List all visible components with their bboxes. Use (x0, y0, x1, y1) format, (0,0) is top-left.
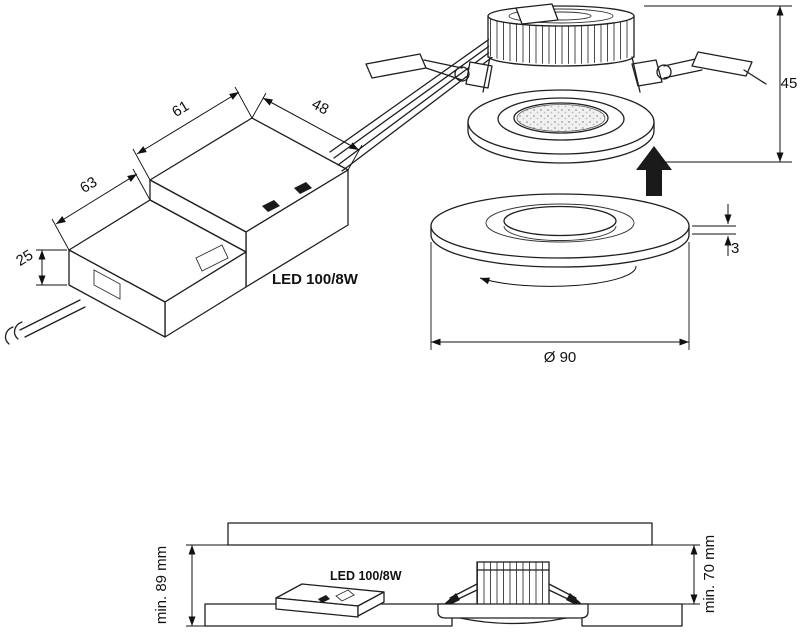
clip-arm-left-1 (423, 59, 463, 69)
ring-hole (503, 205, 617, 237)
cavity-driver-model-label: LED 100/8W (330, 569, 402, 583)
body-taper-left (482, 56, 491, 93)
up-arrow-icon (636, 146, 672, 196)
dimension-61: 61 (132, 86, 253, 181)
dimension-45: 45 (644, 5, 798, 163)
driver-connector-detail (93, 269, 121, 300)
clip-arm-right-2 (663, 69, 703, 79)
heatsink-top-ring-1 (508, 8, 614, 24)
mains-wire-1 (19, 299, 81, 331)
driver-in-cavity: LED 100/8W (275, 569, 402, 618)
clip-foot-left (365, 53, 427, 79)
lens (516, 104, 606, 132)
driver-model-label: LED 100/8W (272, 271, 359, 288)
dimension-min-70: min. 70 mm (652, 535, 718, 613)
dimension-diameter: Ø 90 (430, 242, 690, 366)
driver-clip-detail (195, 244, 229, 272)
trim-ring (430, 193, 690, 287)
dim-label-45: 45 (781, 75, 798, 92)
heatsink-bottom-arc (487, 55, 635, 67)
dim-label-min-70: min. 70 mm (701, 535, 718, 613)
spring-clip-right (631, 51, 767, 87)
body-taper-right (631, 56, 641, 93)
rotate-arrow-icon (479, 265, 637, 287)
mains-cable (4, 299, 86, 345)
mini-driver-switch (318, 595, 330, 603)
dim-label-diameter: Ø 90 (544, 349, 577, 366)
spring-clip-left (365, 53, 493, 89)
luminaire (365, 3, 767, 164)
clip-foot-right-tip (743, 69, 767, 85)
cable-break-mark-2 (4, 326, 14, 345)
dimension-63: 63 (51, 168, 151, 251)
cable-break-mark-1 (13, 321, 23, 340)
clip-arm-right-1 (663, 57, 701, 67)
mini-driver-front (275, 597, 359, 618)
dimension-3: 3 (692, 204, 739, 257)
clip-bracket-right (631, 59, 663, 87)
terminal-block (515, 3, 559, 25)
fixture-foot-left (444, 593, 460, 604)
clip-coil-right (656, 64, 672, 80)
dimension-min-89: min. 89 mm (153, 544, 228, 627)
fixture-foot-right (566, 593, 582, 604)
fixture-body (476, 561, 550, 606)
clip-coil-left (454, 66, 470, 82)
mains-wire-2 (24, 306, 86, 338)
ring-hole-depth (503, 225, 617, 241)
dim-label-3: 3 (731, 240, 739, 257)
dim-label-48: 48 (309, 96, 332, 119)
driver-unit (68, 117, 349, 338)
installation-section: LED 100/8W min. 89 mm min. 70 mm (153, 522, 718, 627)
driver-end-face (68, 249, 166, 338)
fixture-section (437, 561, 589, 625)
dim-label-61: 61 (169, 98, 192, 121)
mini-driver-detail (335, 589, 355, 602)
fixture-lens-arc (459, 617, 567, 625)
ring-step (485, 203, 635, 243)
clip-foot-right (691, 51, 753, 77)
driver-switch-1 (262, 200, 280, 212)
clip-arm-left-2 (425, 67, 463, 81)
fixture-flange (437, 603, 589, 619)
ceiling-bottom-panel-right (581, 603, 683, 627)
dim-label-min-89: min. 89 mm (153, 546, 170, 624)
driver-switch-2 (294, 182, 312, 194)
dimension-48: 48 (251, 92, 363, 171)
heatsink-fins (489, 18, 633, 64)
dimension-25: 25 (13, 247, 67, 286)
dim-label-25: 25 (13, 247, 36, 270)
dim-label-63: 63 (77, 174, 100, 197)
ceiling-top-panel (227, 522, 653, 546)
mini-driver-end (357, 591, 385, 617)
